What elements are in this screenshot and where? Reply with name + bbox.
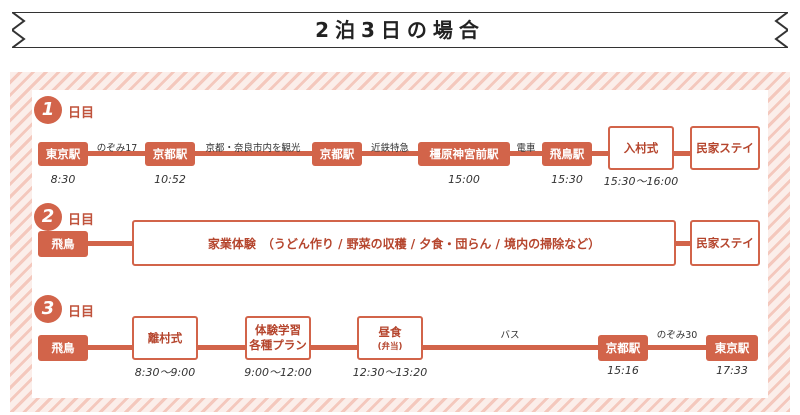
stop-kyoto-station: 京都駅 [145, 142, 195, 166]
day-label: 日目 [68, 305, 95, 320]
segment-label: のぞみ17 [96, 143, 138, 154]
day-label: 日目 [68, 106, 95, 121]
stop-time: 8:30 [50, 173, 76, 186]
stop-kyoto-station: 京都駅 [312, 142, 362, 166]
page-title: 2泊3日の場合 [315, 18, 485, 42]
stop-time: 17:33 [716, 364, 748, 377]
day-label: 日目 [68, 213, 95, 228]
stop-time: 9:00～12:00 [244, 366, 312, 379]
day-number-badge: 2 [34, 203, 70, 237]
segment-label: 電車 [516, 143, 536, 154]
stop-time: 15:30 [551, 173, 583, 186]
stop-experience-learning: 体験学習 各種プラン [245, 316, 311, 360]
stop-asuka: 飛鳥 [38, 335, 88, 361]
stop-time: 10:52 [154, 173, 186, 186]
segment-label: 京都・奈良市内を観光 [205, 143, 301, 154]
stop-welcome-ceremony: 入村式 [608, 126, 674, 170]
stop-asuka: 飛鳥 [38, 231, 88, 257]
stop-time: 15:30～16:00 [603, 175, 679, 188]
stop-homestay: 民家ステイ [690, 220, 760, 266]
segment-label: のぞみ30 [656, 330, 698, 341]
stop-farewell-ceremony: 離村式 [132, 316, 198, 360]
stop-tokyo-station: 東京駅 [38, 142, 88, 166]
stop-time: 12:30～13:20 [352, 366, 428, 379]
day-number-badge: 1 [34, 96, 70, 130]
activity-family-business-experience: 家業体験 （うどん作り / 野菜の収穫 / 夕食・団らん / 境内の掃除など） [132, 220, 676, 266]
stop-time: 8:30～9:00 [134, 366, 196, 379]
day-number-badge: 3 [34, 295, 70, 329]
segment-label: バス [500, 330, 520, 341]
stop-kyoto-station: 京都駅 [598, 335, 648, 361]
stop-tokyo-station: 東京駅 [706, 335, 758, 361]
stop-kashiharajingumae-station: 橿原神宮前駅 [418, 142, 510, 166]
day-1-route-line [60, 151, 700, 156]
title-banner: 2泊3日の場合 [12, 12, 788, 48]
banner-frame [12, 12, 788, 48]
stop-time: 15:00 [448, 173, 480, 186]
segment-label: 近鉄特急 [370, 143, 410, 154]
stop-time: 15:16 [607, 364, 639, 377]
stop-asuka-station: 飛鳥駅 [542, 142, 592, 166]
stop-lunch: 昼食 (弁当) [357, 316, 423, 360]
stop-homestay: 民家ステイ [690, 126, 760, 170]
